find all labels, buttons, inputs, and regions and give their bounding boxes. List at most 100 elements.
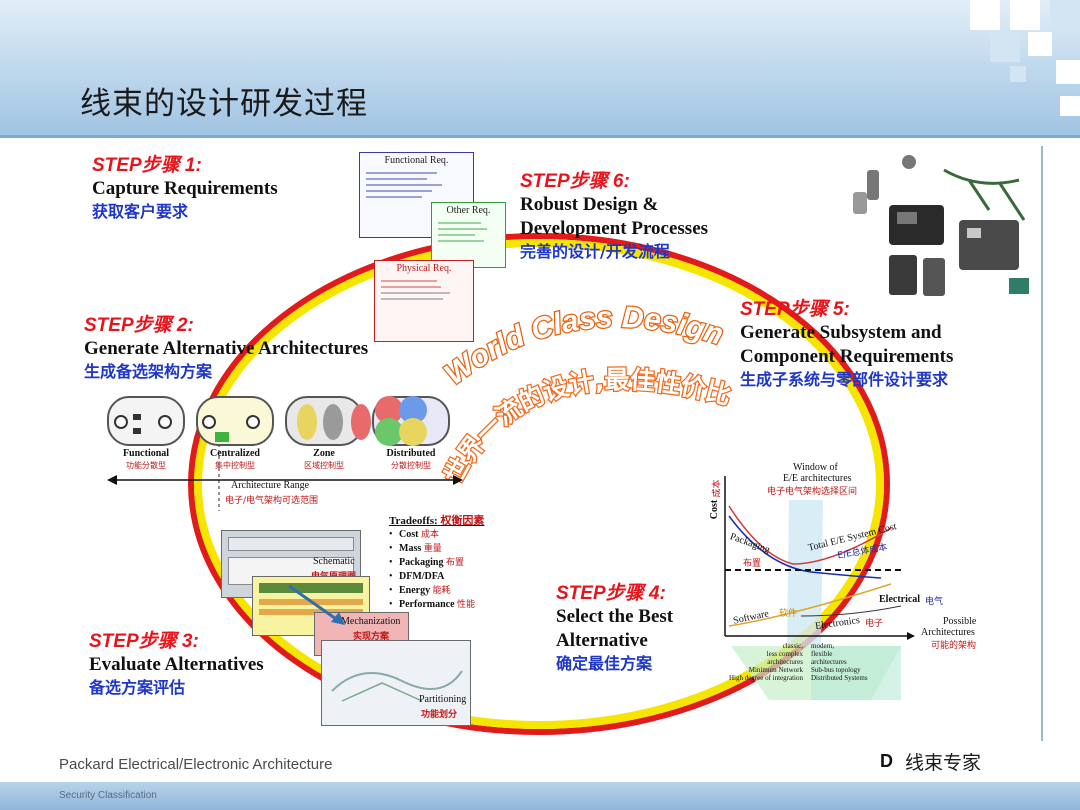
partitioning-screen: [321, 640, 471, 726]
header-deco-square: [970, 0, 1000, 30]
mechanization-label: Mechanization: [341, 616, 401, 627]
architecture-name: Functional: [122, 448, 170, 459]
tradeoffs-title: Tradeoffs: 权衡因素: [389, 515, 485, 527]
step-title: Robust Design &: [520, 194, 659, 215]
company-logo: D: [880, 751, 893, 771]
step-label: STEP步骤 6:: [520, 171, 630, 192]
architecture-name-cn: 分散控制型: [391, 461, 431, 470]
window-label-2: E/E architectures: [783, 473, 852, 484]
step-title: Select the Best: [556, 606, 674, 627]
other-req-box: Other Req.: [431, 202, 506, 268]
process-ring-red: [188, 233, 890, 735]
cost-axis-label-cn: 成本: [712, 479, 723, 498]
component-photos: [849, 150, 1039, 300]
step-title: Component Requirements: [740, 346, 954, 367]
step-title-cn: 确定最佳方案: [556, 654, 653, 673]
step-title-cn: 生成备选架构方案: [84, 362, 213, 381]
step-label: STEP步骤 4:: [556, 583, 666, 604]
physical-req-box: Physical Req.: [374, 260, 474, 342]
footer-bar: [0, 782, 1080, 810]
schematic-label: Schematic: [313, 556, 355, 567]
cost-chart: Cost 成本 Window of E/E architectures 电子电气…: [709, 456, 983, 700]
slide-title: 线束的设计研发过程: [80, 86, 368, 122]
step-title: Alternative: [556, 630, 648, 651]
other-req-title: Other Req.: [446, 205, 491, 216]
header-deco-square: [1010, 66, 1026, 82]
step-6: STEP步骤 6: Robust Design & Development Pr…: [520, 166, 770, 263]
electrical-label-cn: 电气: [925, 597, 944, 607]
architecture-name-cn: 集中控制型: [215, 461, 255, 470]
step-title: Development Processes: [520, 218, 709, 239]
footer-title: Packard Electrical/Electronic Architectu…: [59, 756, 333, 773]
step-3: STEP步骤 3: Evaluate Alternatives 备选方案评估: [89, 626, 329, 699]
architecture-centralized: [196, 396, 274, 446]
architecture-range-arrowhead-left: [107, 475, 117, 485]
step-title: Generate Subsystem and: [740, 322, 942, 343]
header-deco-square: [1010, 0, 1040, 30]
software-label-cn: 软件: [779, 609, 798, 619]
tradeoffs-list: Tradeoffs: 权衡因素 Cost 成本 Mass 重量 Packagin…: [389, 512, 519, 612]
electronics-label-cn: 电子: [865, 619, 884, 629]
partitioning-label: Partitioning: [419, 694, 467, 705]
tradeoff-item: Mass 重量: [389, 542, 519, 556]
security-classification: Security Classification: [59, 790, 157, 801]
step-title-cn: 获取客户要求: [92, 202, 189, 221]
step-5: STEP步骤 5: Generate Subsystem and Compone…: [740, 294, 1030, 391]
window-label: Window of: [793, 462, 838, 473]
step-4: STEP步骤 4: Select the Best Alternative 确定…: [556, 578, 736, 675]
header-deco-square: [990, 32, 1020, 62]
classic-architecture-notes: classic, less complex architectures Mini…: [728, 642, 803, 682]
step-title-cn: 生成子系统与零部件设计要求: [740, 370, 949, 389]
header-deco-square: [1050, 0, 1080, 30]
design-process-diagram: World Class Design 世界一流的设计,最佳性价比 STEP步骤 …: [59, 146, 1043, 741]
process-ring-yellow: [194, 239, 884, 729]
tradeoff-item: Cost 成本: [389, 528, 519, 542]
physical-req-title: Physical Req.: [396, 263, 452, 274]
step-label: STEP步骤 1:: [92, 155, 202, 176]
step-2: STEP步骤 2: Generate Alternative Architect…: [84, 310, 444, 383]
tradeoff-item: Performance 性能: [389, 598, 519, 612]
architecture-range-label-cn: 电子/电气架构可选范围: [225, 496, 319, 506]
architecture-range-arrowhead-right: [453, 475, 463, 485]
architecture-name: Zone: [313, 448, 335, 459]
x-axis-label-2: Architectures: [921, 627, 975, 638]
partitioning-label-cn: 功能划分: [421, 710, 458, 720]
architecture-name-cn: 区域控制型: [304, 461, 344, 470]
x-axis-label: Possible: [943, 616, 977, 627]
req-lines: [360, 166, 473, 204]
architecture-name: Distributed: [386, 448, 436, 459]
architecture-name: Centralized: [210, 448, 260, 459]
architecture-name-cn: 功能分散型: [126, 461, 166, 470]
architecture-details: [114, 396, 427, 446]
step-title: Capture Requirements: [92, 178, 278, 199]
slide-header: 线束的设计研发过程: [0, 0, 1080, 138]
step-title-cn: 备选方案评估: [89, 678, 186, 697]
evaluation-arrows: [288, 584, 345, 625]
cost-chart-graphics: [724, 476, 915, 700]
packaging-label-cn: 布置: [743, 559, 762, 569]
tradeoff-item: Energy 能耗: [389, 584, 519, 598]
architecture-range-label: Architecture Range: [231, 480, 310, 491]
mechanization-label-cn: 实现方案: [353, 632, 390, 642]
req-lines: [432, 216, 505, 248]
step-label: STEP步骤 2:: [84, 315, 194, 336]
tradeoff-item: DFM/DFA: [389, 570, 519, 584]
modern-architecture-notes: modern, flexible architectures Sub-bus t…: [811, 642, 868, 682]
step-title: Generate Alternative Architectures: [84, 338, 369, 359]
header-deco-square: [1060, 96, 1080, 116]
electrical-label: Electrical: [879, 594, 921, 605]
watermark-text: 线束专家: [905, 752, 982, 774]
step-label: STEP步骤 3:: [89, 631, 199, 652]
window-label-cn: 电子电气架构选择区间: [767, 487, 858, 497]
x-axis-label-cn: 可能的架构: [931, 641, 977, 651]
header-deco-square: [1056, 60, 1080, 84]
diagram-graphics: World Class Design 世界一流的设计,最佳性价比: [107, 233, 890, 735]
header-deco-square: [1028, 32, 1052, 56]
step-1: STEP步骤 1: Capture Requirements 获取客户要求: [92, 150, 342, 223]
cost-axis-label: Cost: [709, 499, 721, 520]
tradeoff-item: Packaging 布置: [389, 556, 519, 570]
step-label: STEP步骤 5:: [740, 299, 850, 320]
req-lines: [375, 274, 473, 306]
functional-req-title: Functional Req.: [384, 155, 449, 166]
step-title: Evaluate Alternatives: [89, 654, 264, 675]
